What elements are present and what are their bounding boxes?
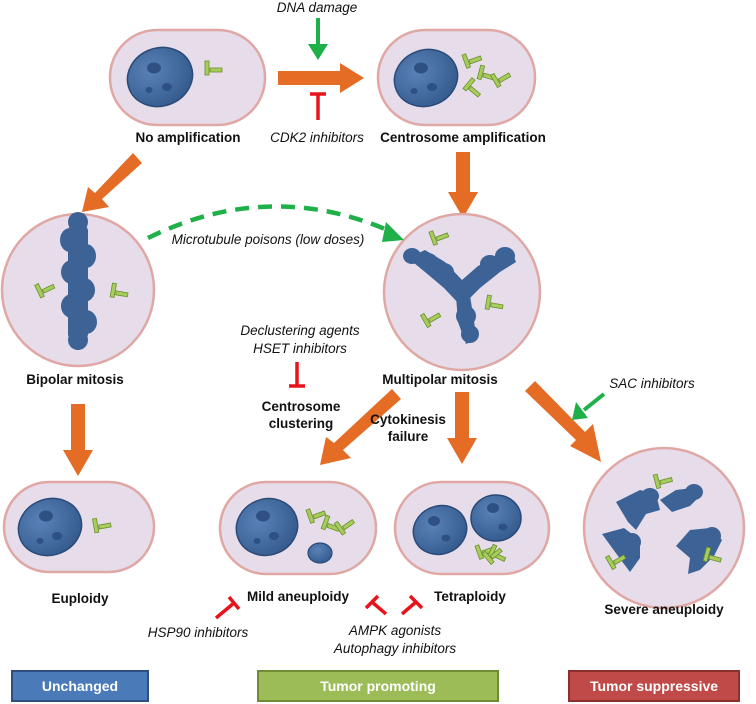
label-cytokinesis-failure-1: Cytokinesis — [370, 412, 446, 427]
arrow-bipolar-to-euploidy — [63, 404, 93, 476]
label-dna-damage: DNA damage — [277, 0, 358, 15]
arrow-amp-to-multipolar — [448, 152, 478, 218]
legend-tumor-promoting: Tumor promoting — [257, 670, 499, 702]
chromosomes — [602, 484, 722, 574]
cell-euploidy — [2, 480, 156, 574]
inhibit-ampk-tetra — [400, 594, 424, 616]
arrow-sac-inhibitors — [572, 392, 606, 420]
label-tetraploidy: Tetraploidy — [434, 589, 506, 604]
label-sac-inhibitors: SAC inhibitors — [609, 376, 695, 391]
label-cdk2-inhibitors: CDK2 inhibitors — [270, 130, 364, 145]
process-arrows — [63, 63, 601, 476]
label-centrosome-clustering-1: Centrosome — [262, 399, 341, 414]
label-autophagy-inhibitors: Autophagy inhibitors — [333, 641, 457, 656]
label-ampk-agonists: AMPK agonists — [348, 623, 442, 638]
arrow-multipolar-to-tetraploidy — [447, 392, 477, 464]
label-microtubule-poisons: Microtubule poisons (low doses) — [172, 232, 365, 247]
arrow-no-amp-to-bipolar — [82, 153, 142, 212]
label-cytokinesis-failure-2: failure — [388, 429, 429, 444]
arrow-multipolar-to-mild — [320, 389, 401, 465]
inhibitor-bars — [214, 92, 424, 620]
micronucleus — [307, 542, 333, 564]
nucleus — [412, 504, 468, 556]
nucleus — [393, 48, 459, 108]
label-centrosome-clustering-2: clustering — [269, 416, 334, 431]
inhibit-ampk-mild — [364, 594, 388, 616]
label-no-amplification: No amplification — [135, 130, 240, 145]
svg-text:Unchanged: Unchanged — [42, 678, 118, 694]
chromosomes — [403, 247, 516, 344]
activator-arrows — [147, 18, 606, 420]
label-mild-aneuploidy: Mild aneuploidy — [247, 589, 349, 604]
inhibit-cdk2 — [310, 92, 326, 120]
cell-multipolar-mitosis — [382, 212, 542, 372]
legend-tumor-suppressive: Tumor suppressive — [568, 670, 740, 702]
label-hset-inhibitors: HSET inhibitors — [253, 341, 347, 356]
nucleus — [235, 497, 299, 557]
arrow-dna-damage — [308, 18, 328, 60]
inhibit-hsp90 — [214, 595, 241, 620]
cell-no-amplification — [108, 28, 267, 127]
labels: DNA damage CDK2 inhibitors No amplificat… — [26, 0, 724, 656]
arrow-no-amp-to-amp — [278, 63, 364, 93]
cell-tetraploidy — [393, 480, 551, 576]
legend: Unchanged Tumor promoting Tumor suppress… — [11, 670, 740, 702]
cell-mild-aneuploidy — [218, 480, 378, 576]
label-bipolar-mitosis: Bipolar mitosis — [26, 372, 124, 387]
chromosomes — [60, 212, 97, 350]
inhibit-clustering — [289, 362, 305, 388]
label-declustering-agents: Declustering agents — [240, 323, 360, 338]
label-hsp90-inhibitors: HSP90 inhibitors — [148, 625, 249, 640]
cell-severe-aneuploidy — [582, 446, 746, 610]
nucleus — [470, 494, 522, 542]
nucleus — [126, 46, 194, 108]
label-multipolar-mitosis: Multipolar mitosis — [382, 372, 498, 387]
arrow-multipolar-to-severe — [525, 381, 601, 462]
cell-centrosome-amplification — [376, 28, 537, 127]
label-severe-aneuploidy: Severe aneuploidy — [604, 602, 724, 617]
label-euploidy: Euploidy — [52, 591, 109, 606]
svg-text:Tumor promoting: Tumor promoting — [320, 678, 436, 694]
label-centrosome-amplification: Centrosome amplification — [380, 130, 546, 145]
arrow-microtubule-poisons — [147, 204, 404, 242]
cell-bipolar-mitosis — [0, 212, 156, 368]
nucleus — [17, 497, 83, 557]
svg-text:Tumor suppressive: Tumor suppressive — [590, 678, 718, 694]
legend-unchanged: Unchanged — [11, 670, 149, 702]
